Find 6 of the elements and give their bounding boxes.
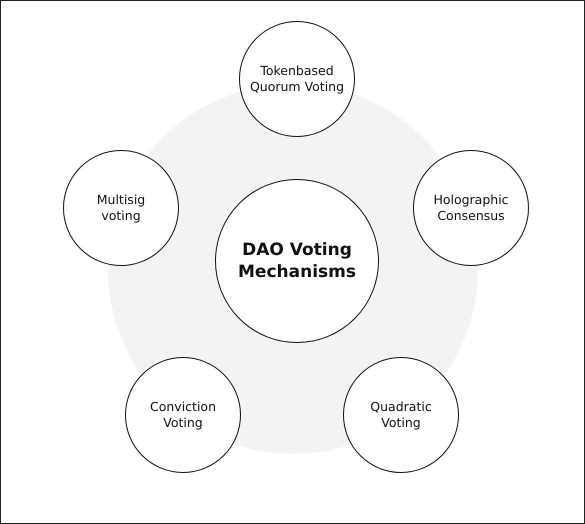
node-label: Multisig voting (96, 192, 146, 224)
node-label: Quadratic Voting (369, 398, 433, 432)
node-label: Tokenbased Quorum Voting (248, 62, 346, 96)
node-label: Conviction Voting (149, 398, 217, 432)
node-label: DAO Voting Mechanisms (237, 238, 357, 284)
node-label: Holographic Consensus (432, 192, 510, 224)
